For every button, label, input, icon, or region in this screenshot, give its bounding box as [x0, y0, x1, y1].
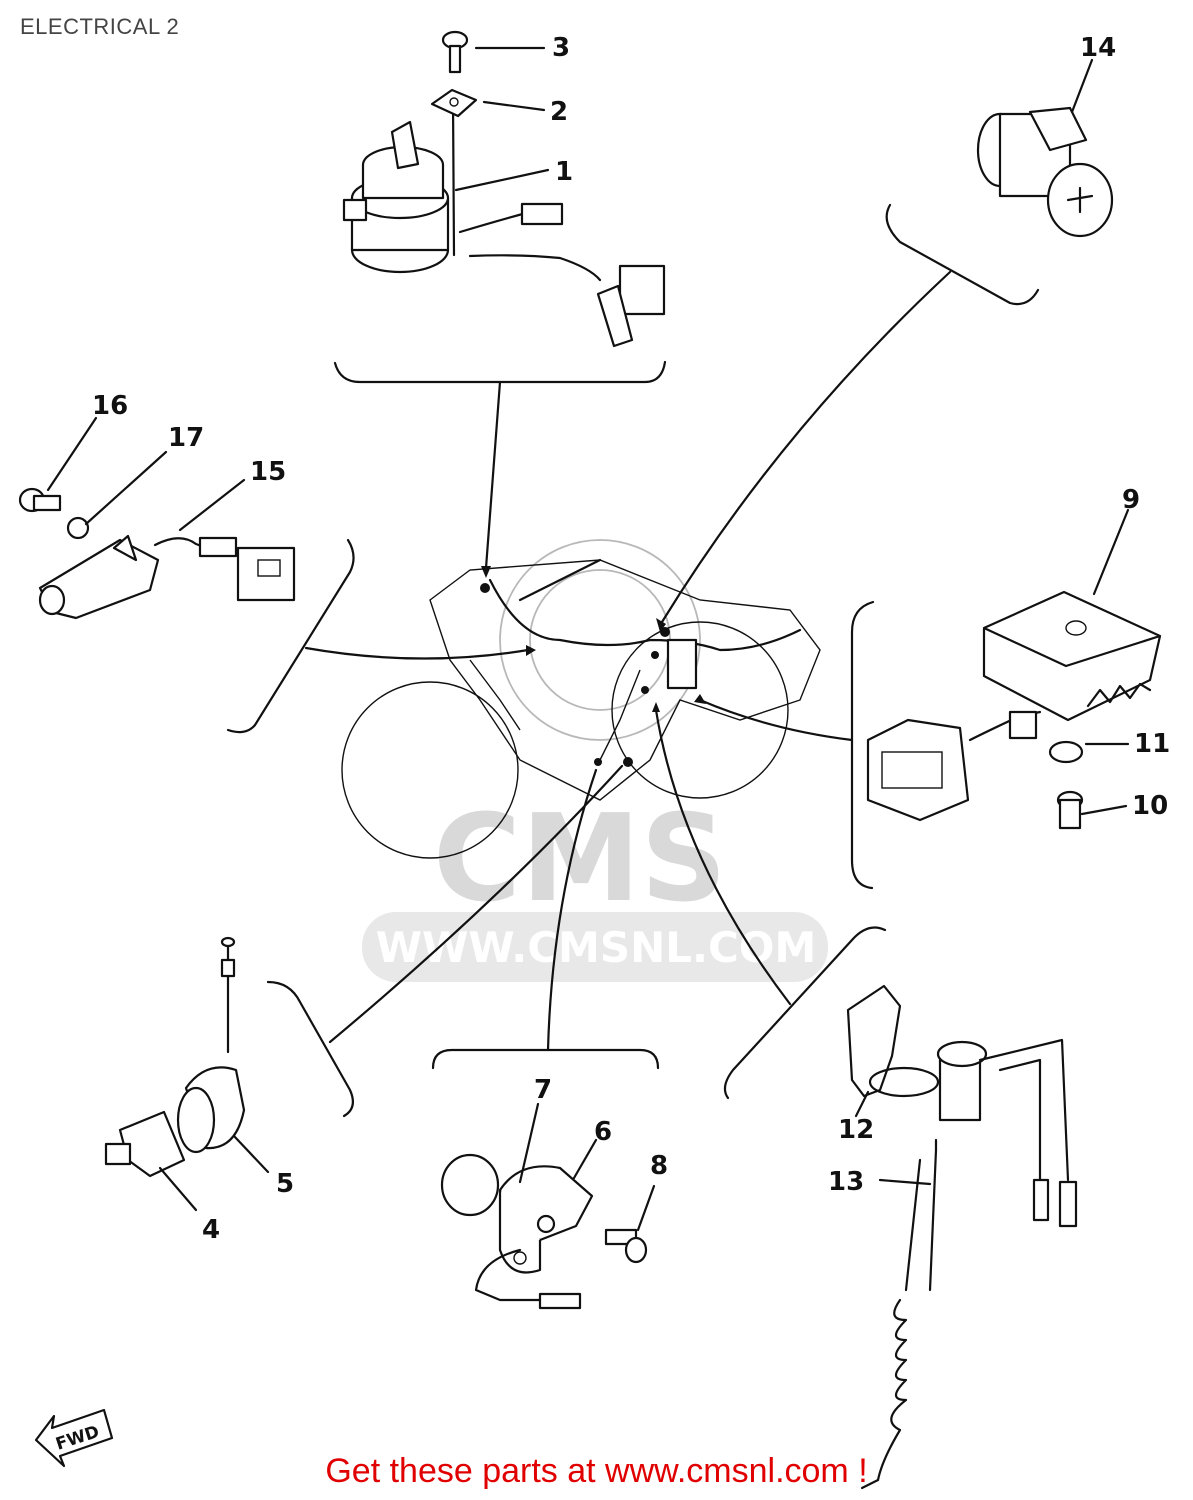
callout-12: 12 [838, 1115, 874, 1145]
frame-outline [341, 558, 821, 859]
callout-9: 9 [1122, 485, 1140, 515]
rectifier-regulator-part [866, 590, 1162, 830]
callout-8: 8 [650, 1151, 668, 1181]
callout-17: 17 [168, 423, 204, 453]
main-switch-part [342, 98, 666, 348]
screw-part [441, 30, 469, 74]
callout-7: 7 [534, 1075, 552, 1105]
rear-brake-switch-part [846, 984, 1078, 1490]
callout-3: 3 [552, 33, 570, 63]
callout-leaders [46, 46, 1130, 1232]
callout-4: 4 [202, 1215, 220, 1245]
callout-10: 10 [1132, 791, 1168, 821]
callout-11: 11 [1134, 729, 1170, 759]
callout-13: 13 [828, 1167, 864, 1197]
callout-2: 2 [550, 97, 568, 127]
watermark-url: WWW.CMSNL.COM [376, 923, 817, 972]
pressure-sensor-part [104, 936, 246, 1178]
callouts: 3 2 1 14 16 17 15 9 11 10 7 6 8 12 13 5 … [92, 33, 1170, 1245]
callout-6: 6 [594, 1117, 612, 1147]
callout-16: 16 [92, 391, 128, 421]
callout-15: 15 [250, 457, 286, 487]
footer-link[interactable]: Get these parts at www.cmsnl.com ! [325, 1452, 868, 1490]
relay-part [976, 106, 1114, 238]
neutral-switch-part [18, 487, 296, 620]
leader-lines [304, 270, 952, 1052]
plate-part [430, 88, 478, 118]
watermark-logo: CMS [433, 790, 727, 929]
speed-sensor-part [440, 1153, 648, 1310]
callout-5: 5 [276, 1169, 294, 1199]
group-brackets [226, 203, 1040, 1118]
page-title: ELECTRICAL 2 [20, 14, 180, 39]
watermark: CMS WWW.CMSNL.COM [362, 539, 828, 982]
callout-1: 1 [555, 157, 573, 187]
callout-14: 14 [1080, 33, 1116, 63]
